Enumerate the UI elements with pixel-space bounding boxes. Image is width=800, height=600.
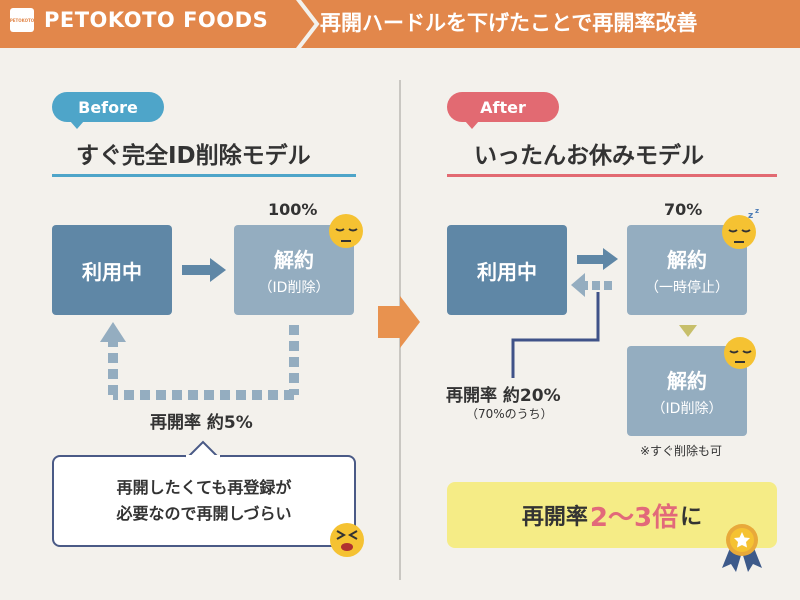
svg-text:z: z <box>755 207 759 215</box>
transition-arrow <box>378 296 420 348</box>
after-pause-label: 解約 <box>667 247 707 272</box>
page-title: 再開ハードルを下げたことで再開率改善 <box>320 11 698 35</box>
before-title: すぐ完全ID削除モデル <box>76 143 311 169</box>
pause-to-cancel-arrow <box>679 325 697 337</box>
after-tag-label: After <box>480 97 526 117</box>
before-cancel-sub: （ID削除） <box>258 279 330 296</box>
before-cancel-arrow <box>182 258 226 282</box>
before-active-label: 利用中 <box>82 259 142 284</box>
brand-name: PETOKOTO FOODS <box>44 8 269 32</box>
before-return-dashed-arrow <box>108 325 299 400</box>
sleepy-face-icon <box>329 214 363 248</box>
logo-mark-icon: PETOKOTO <box>10 8 34 32</box>
brand-logo: PETOKOTO PETOKOTO FOODS <box>10 6 268 34</box>
before-title-underline <box>52 174 356 177</box>
result-prefix: 再開率 <box>521 505 588 530</box>
after-pause-arrow <box>577 248 618 270</box>
complaint-callout: 再開したくても再登録が 必要なので再開しづらい <box>52 455 356 547</box>
after-tag: After <box>447 92 559 129</box>
before-tag-label: Before <box>78 97 138 117</box>
after-title: いったんお休みモデル <box>474 143 704 169</box>
before-tag: Before <box>52 92 164 129</box>
before-resume-rate: 再開率 約5% <box>150 413 253 433</box>
after-cancel-sub: （ID削除） <box>651 400 723 417</box>
after-resume-rate: 再開率 約20% <box>446 386 561 406</box>
after-active-box: 利用中 <box>447 225 567 315</box>
header-separator <box>296 0 320 48</box>
after-active-label: 利用中 <box>477 259 537 284</box>
complaint-line-1: 再開したくても再登録が <box>116 478 292 497</box>
before-return-arrowhead <box>100 322 126 342</box>
result-suffix: に <box>680 505 703 530</box>
before-cancel-label: 解約 <box>274 247 314 272</box>
result-highlight: 2〜3倍 <box>589 502 679 533</box>
after-cancel-label: 解約 <box>667 368 707 393</box>
complaint-line-2: 必要なので再開しづらい <box>116 504 292 523</box>
before-active-box: 利用中 <box>52 225 172 315</box>
after-resume-sub: （70%のうち） <box>466 407 553 421</box>
resume-connector-line <box>511 292 600 378</box>
logo-text: PETOKOTO <box>9 17 35 23</box>
before-cancel-pct: 100% <box>268 200 318 219</box>
after-title-underline <box>447 174 777 177</box>
result-banner: 再開率 2〜3倍 に <box>447 482 777 548</box>
header-bar: PETOKOTO PETOKOTO FOODS 再開ハードルを下げたことで再開率… <box>0 0 800 48</box>
svg-text:z: z <box>748 211 753 221</box>
after-resume-dashed-arrow <box>571 273 612 297</box>
sleepy-face-icon <box>724 337 756 369</box>
after-pause-sub: （一時停止） <box>645 279 729 296</box>
after-pause-pct: 70% <box>664 200 703 219</box>
medal-icon <box>722 524 762 572</box>
sleeping-zzz-face-icon: z z <box>722 207 759 249</box>
angry-face-icon <box>330 523 364 557</box>
after-cancel-note: ※すぐ削除も可 <box>640 444 723 458</box>
complaint-callout-pointer <box>185 440 221 460</box>
